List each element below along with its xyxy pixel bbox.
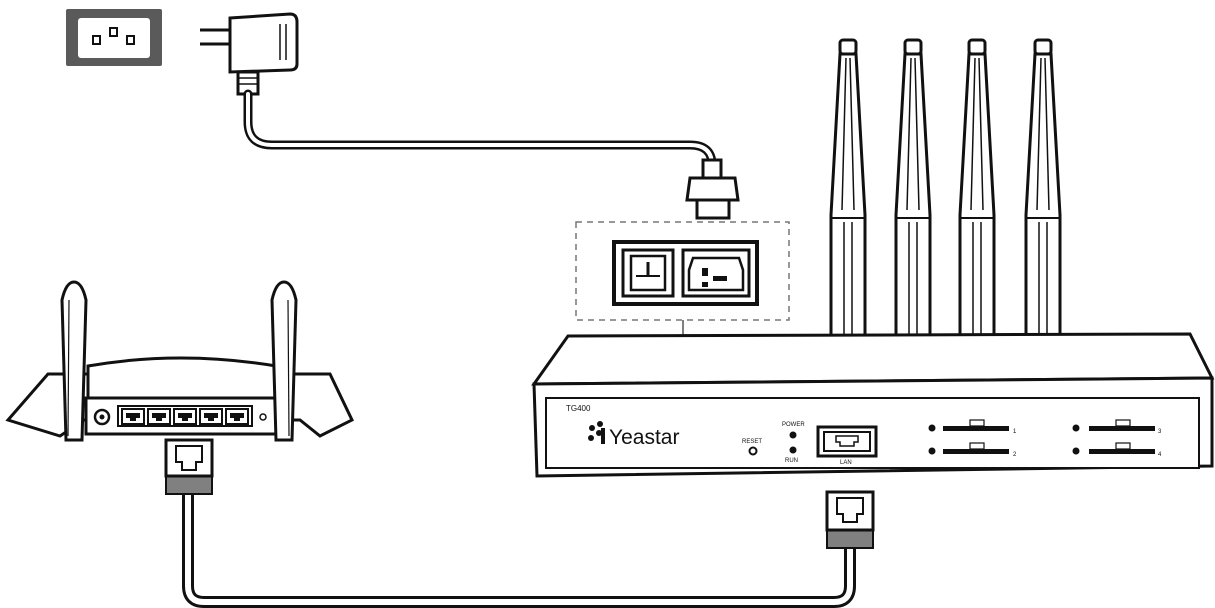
iec-inlet-icon [681, 248, 751, 298]
router-lan-port[interactable] [147, 408, 171, 425]
slot-1-number: 1 [1013, 429, 1017, 435]
network-cable [182, 490, 856, 608]
brand-logo-text: Yeastar [609, 426, 679, 449]
antenna-group [829, 38, 1062, 338]
reset-label: RESET [742, 439, 762, 445]
slot-4-number: 4 [1158, 452, 1162, 458]
router-lan-ports [121, 408, 249, 425]
sim-slot-4[interactable] [1072, 442, 1156, 455]
sim-slot-2[interactable] [928, 442, 1010, 455]
gateway-antenna [829, 38, 867, 338]
rj45-connector-icon [825, 490, 875, 549]
power-led-label: POWER [782, 422, 805, 428]
router-lan-port[interactable] [121, 408, 145, 425]
gateway-antenna [894, 38, 932, 338]
gateway-device: TG400 Yeastar RESET POWER RUN LAN [531, 332, 1215, 478]
lan-port[interactable] [816, 425, 878, 458]
run-led-label: RUN [785, 458, 798, 464]
sim-slot-1[interactable] [928, 419, 1010, 432]
router-device [5, 280, 354, 442]
reset-button[interactable] [748, 446, 758, 456]
power-outlet-icon [66, 9, 162, 66]
iec-plug-icon [685, 158, 740, 220]
router-lan-port[interactable] [173, 408, 197, 425]
gateway-antenna [958, 38, 996, 338]
lan-label: LAN [840, 460, 852, 466]
slot-2-number: 2 [1013, 452, 1017, 458]
sim-slot-3[interactable] [1072, 419, 1156, 432]
yeastar-logo-icon [588, 421, 605, 444]
router-antenna-right [270, 280, 298, 442]
slot-3-number: 3 [1158, 429, 1162, 435]
gateway-antenna [1024, 38, 1062, 338]
run-led [789, 446, 797, 454]
router-lan-port[interactable] [225, 408, 249, 425]
power-cable [243, 89, 717, 183]
router-reset-button[interactable] [259, 413, 267, 421]
power-switch-icon [621, 248, 675, 298]
rear-panel-callout [575, 221, 790, 342]
power-adapter-icon [200, 12, 299, 96]
power-led [789, 431, 797, 439]
router-antenna-left [60, 280, 88, 442]
rj45-connector-icon [164, 438, 214, 495]
model-label: TG400 [566, 404, 591, 413]
router-lan-port[interactable] [199, 408, 223, 425]
